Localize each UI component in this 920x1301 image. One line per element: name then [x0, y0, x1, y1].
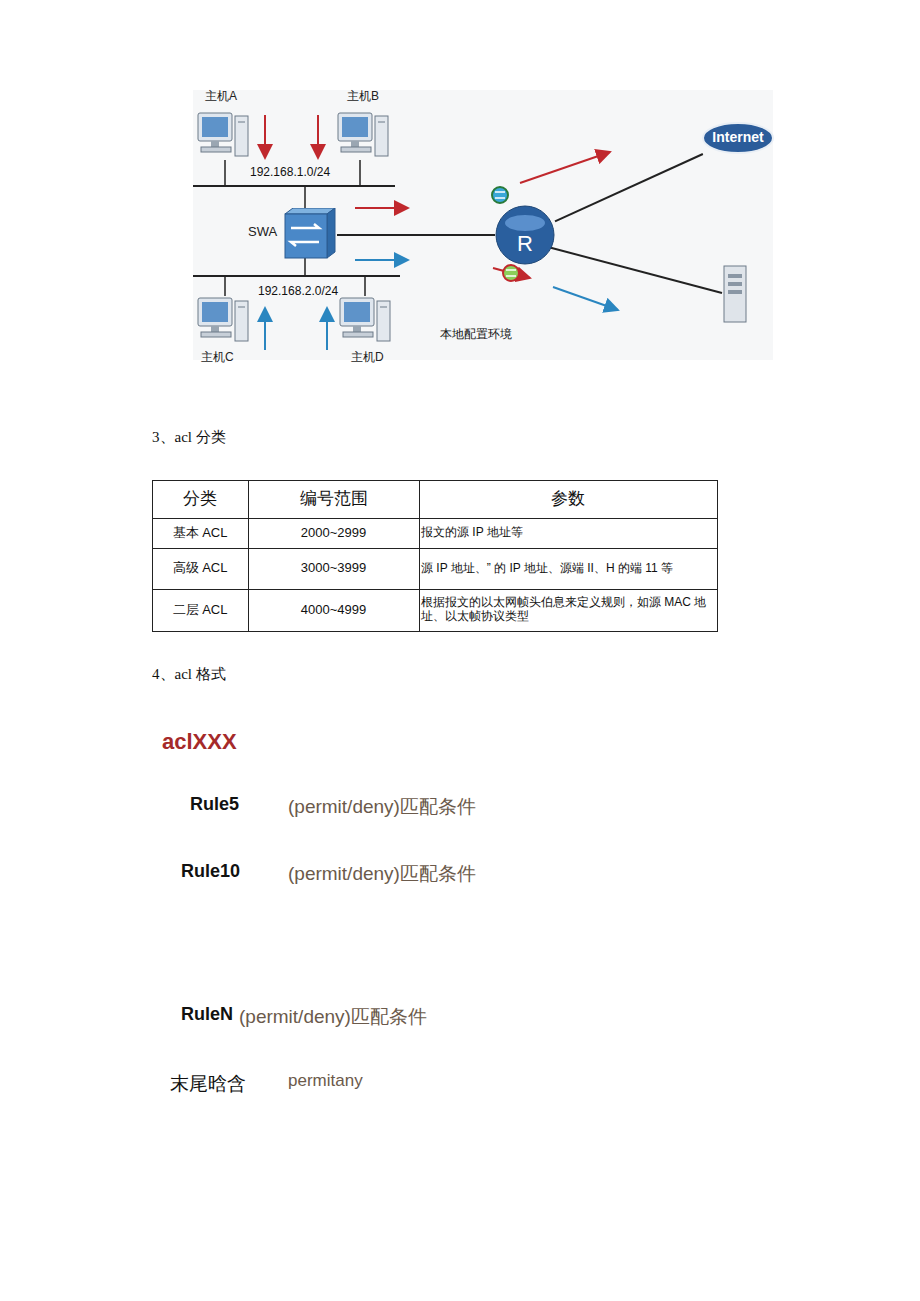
table-cell: 2000~2999	[248, 518, 419, 548]
host-drop	[224, 276, 226, 296]
text-label: 本地配置环境	[440, 326, 512, 343]
flow-arrow	[326, 308, 328, 350]
flow-arrow	[264, 308, 266, 350]
label-text: aclXXX	[162, 729, 237, 754]
table-grid	[152, 480, 718, 632]
node-label: 主机D	[351, 349, 384, 366]
label-text: 本地配置环境	[440, 327, 512, 341]
label-text: 192.168.1.0/24	[250, 165, 330, 179]
flow-arrow	[264, 115, 266, 158]
table-cell: 报文的源 IP 地址等	[419, 518, 717, 548]
server-link	[548, 247, 722, 293]
pc-icon	[335, 110, 391, 160]
label-text: (permit/deny)匹配条件	[288, 796, 476, 817]
text-label: Rule5	[190, 794, 239, 815]
table-cell: 基本 ACL	[152, 518, 248, 548]
cell-text: 源 IP 地址、” 的 IP 地址、源端 II、H 的端 11 等	[421, 562, 673, 576]
host-drop	[359, 160, 361, 186]
text-label: aclXXX	[162, 729, 237, 755]
label-text: permitany	[288, 1071, 363, 1090]
text-label: permitany	[288, 1071, 363, 1091]
pc-icon	[195, 110, 251, 160]
text-label: (permit/deny)匹配条件	[239, 1004, 427, 1030]
table-cell: 3000~3999	[248, 548, 419, 589]
cell-text: 根据报文的以太网帧头伯息来定义规则，如源 MAC 地址、以太帧协议类型	[421, 596, 715, 624]
cell-text: 编号范围	[300, 489, 368, 509]
table-cell: 分类	[152, 480, 248, 518]
label-text: 3、acl 分类	[152, 429, 226, 445]
host-node: 主机A	[195, 88, 255, 163]
label-text: (permit/deny)匹配条件	[288, 863, 476, 884]
host-node: 主机C	[195, 293, 255, 365]
cell-text: 分类	[183, 489, 217, 509]
node-label: 主机B	[347, 88, 379, 105]
text-label: 3、acl 分类	[152, 428, 226, 447]
label-text: RuleN	[181, 1004, 233, 1024]
lan-bus	[193, 185, 395, 187]
network-link	[337, 234, 495, 236]
cell-text: 3000~3999	[301, 561, 366, 576]
label-text: 4、acl 格式	[152, 666, 226, 682]
switch-drop	[304, 258, 306, 276]
server-icon	[724, 266, 746, 322]
text-label: Rule10	[181, 861, 240, 882]
node-label: R	[517, 231, 533, 257]
cell-text: 2000~2999	[301, 526, 366, 541]
text-label: 末尾晗含	[170, 1071, 246, 1097]
cell-text: 高级 ACL	[173, 561, 228, 576]
cell-text: 4000~4999	[301, 603, 366, 618]
lan-bus	[193, 275, 400, 277]
filter-icon	[503, 265, 519, 281]
host-drop	[364, 276, 366, 296]
host-node: 主机B	[335, 88, 395, 163]
host-drop	[224, 160, 226, 186]
node-label: 主机C	[201, 349, 234, 366]
table-cell: 根据报文的以太网帧头伯息来定义规则，如源 MAC 地址、以太帧协议类型	[419, 589, 717, 631]
text-label: (permit/deny)匹配条件	[288, 861, 476, 887]
text-label: 192.168.1.0/24	[250, 165, 330, 179]
label-text: Rule10	[181, 861, 240, 881]
flow-arrow	[553, 287, 618, 310]
label-text: 末尾晗含	[170, 1073, 246, 1094]
text-label: 192.168.2.0/24	[258, 284, 338, 298]
table-cell: 二层 ACL	[152, 589, 248, 631]
cell-text: 二层 ACL	[173, 603, 228, 618]
table-cell: 编号范围	[248, 480, 419, 518]
cell-text: 报文的源 IP 地址等	[421, 526, 523, 540]
cell-text: 参数	[551, 489, 585, 509]
table-cell: 源 IP 地址、” 的 IP 地址、源端 II、H 的端 11 等	[419, 548, 717, 589]
filter-icon	[492, 187, 508, 203]
flow-arrow	[317, 115, 319, 158]
flow-arrow	[355, 259, 408, 261]
router-node: R	[495, 205, 555, 265]
table-cell: 4000~4999	[248, 589, 419, 631]
image-ground	[193, 90, 773, 360]
pc-icon	[337, 295, 393, 345]
label-text: 192.168.2.0/24	[258, 284, 338, 298]
cloud-node: Internet	[702, 122, 774, 154]
table-cell: 参数	[419, 480, 717, 518]
cell-text: 基本 ACL	[173, 526, 228, 541]
flow-arrow	[355, 207, 408, 209]
network-link	[555, 154, 703, 221]
text-label: 4、acl 格式	[152, 665, 226, 684]
label-text: (permit/deny)匹配条件	[239, 1006, 427, 1027]
text-label: RuleN	[181, 1004, 233, 1025]
switch-node: SWA	[245, 208, 337, 260]
pc-icon	[195, 295, 251, 345]
text-label: (permit/deny)匹配条件	[288, 794, 476, 820]
node-label: Internet	[712, 129, 763, 145]
flow-arrow	[520, 152, 610, 183]
table-cell: 高级 ACL	[152, 548, 248, 589]
node-label: 主机A	[205, 88, 237, 105]
label-text: Rule5	[190, 794, 239, 814]
node-label: SWA	[248, 224, 277, 239]
host-node: 主机D	[337, 293, 397, 365]
